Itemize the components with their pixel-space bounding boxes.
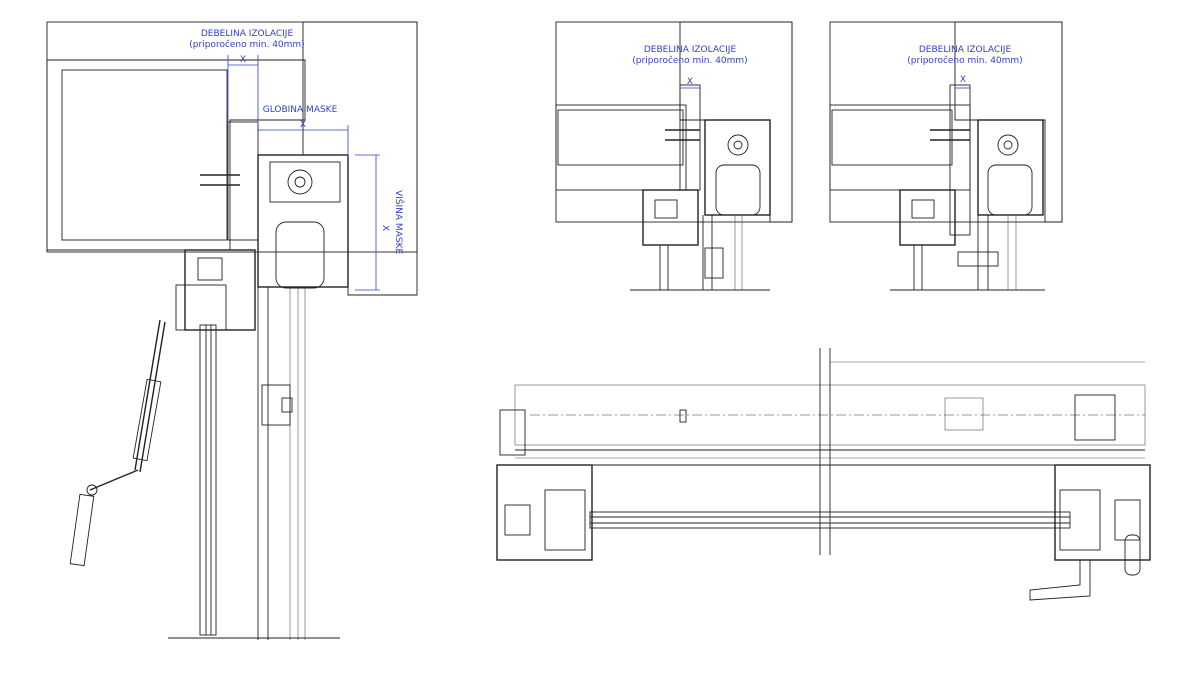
middle-section-detail: DEBELINA IZOLACIJE (priporočeno min. 40m… [555, 21, 793, 291]
label-x-2: X [300, 120, 306, 130]
right-section-detail: DEBELINA IZOLACIJE (priporočeno min. 40m… [829, 21, 1063, 291]
dense-insulation [61, 69, 228, 241]
label-mask-depth: GLOBINA MASKE [263, 105, 338, 115]
label-x-5: X [960, 75, 966, 85]
window-frame [184, 249, 256, 331]
label-x-3: X [380, 225, 390, 231]
label-insulation-note-2: (priporočeno min. 40mm) [632, 55, 747, 66]
label-mask-height: VIŠINA MASKE [393, 190, 405, 254]
left-section-detail: DEBELINA IZOLACIJE (priporočeno min. 40m… [46, 21, 418, 640]
label-insulation-note-3: (priporočeno min. 40mm) [907, 55, 1022, 66]
wall-hatch [46, 21, 418, 253]
horizontal-section-detail [496, 348, 1151, 601]
roller-coil [275, 221, 325, 289]
window-handle [1029, 559, 1091, 601]
concrete-dots [46, 59, 306, 251]
glass-pane [589, 511, 1071, 529]
label-x-1: X [240, 55, 246, 65]
profile-left [496, 464, 593, 561]
label-insulation-thickness-1: DEBELINA IZOLACIJE [201, 29, 294, 39]
horizontal-motor [1074, 394, 1116, 441]
dimension-annotations-left [227, 55, 380, 291]
label-x-4: X [687, 77, 693, 87]
profile-right [1054, 464, 1151, 561]
sash-glass [199, 324, 217, 636]
roller-motor [269, 161, 341, 203]
label-insulation-thickness-3: DEBELINA IZOLACIJE [919, 45, 1012, 55]
label-insulation-thickness-2: DEBELINA IZOLACIJE [644, 45, 737, 55]
insulation-strip [227, 121, 259, 241]
label-insulation-note-1: (priporočeno min. 40mm) [189, 39, 304, 50]
roller-box [257, 154, 349, 288]
crank-handle [69, 319, 166, 567]
